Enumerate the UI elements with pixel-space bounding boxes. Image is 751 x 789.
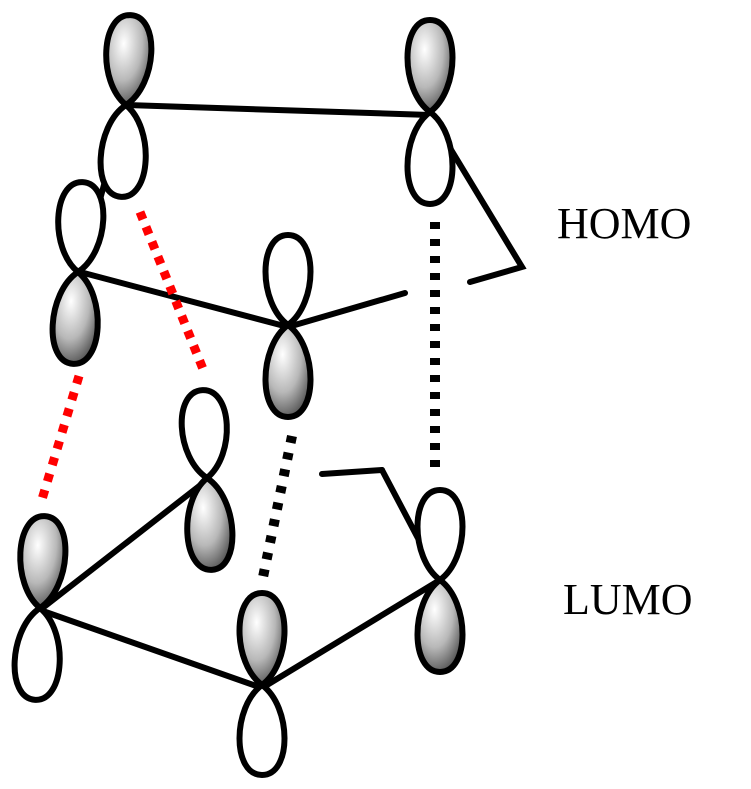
open-lobe: [97, 101, 149, 200]
open-lobe: [404, 108, 456, 208]
filled-lobe: [404, 16, 456, 116]
lumo-p-orbital-4: [236, 589, 288, 779]
filled-lobe: [17, 513, 69, 612]
lumo-p-orbital-1: [178, 387, 236, 573]
filled-lobe: [414, 576, 466, 676]
lumo-bond-bottom-right: [259, 577, 443, 691]
homo-bond-top: [123, 102, 433, 118]
homo-bond-mid-right: [285, 290, 408, 330]
open-lobe: [236, 681, 288, 779]
filled-lobe: [184, 474, 236, 573]
filled-lobe: [262, 321, 314, 421]
lumo-p-orbital-2: [414, 486, 466, 676]
lumo-p-orbital-3: [11, 513, 69, 703]
filled-lobe: [236, 589, 288, 689]
red-interaction-left: [35, 374, 84, 508]
homo-orbitals: [49, 12, 456, 421]
open-lobe: [11, 604, 63, 703]
lumo-bond-top: [319, 467, 385, 477]
filled-lobe: [49, 268, 101, 367]
homo-bond-left-lower: [77, 269, 291, 330]
open-lobe: [262, 231, 314, 329]
homo-label: HOMO: [557, 199, 692, 248]
homo-p-orbital-2: [404, 16, 456, 208]
black-interaction-middle: [257, 434, 297, 584]
homo-bond-right: [427, 112, 527, 285]
red-interaction-middle: [135, 210, 210, 376]
open-lobe: [178, 387, 230, 482]
lumo-bonds: [37, 467, 443, 691]
lumo-label: LUMO: [563, 575, 693, 624]
lumo-bond-left-bottom: [37, 607, 265, 691]
homo-p-orbital-3: [49, 179, 107, 367]
filled-lobe: [103, 12, 155, 109]
homo-p-orbital-1: [97, 12, 155, 200]
open-lobe: [414, 486, 466, 584]
lumo-orbitals: [11, 387, 466, 779]
open-lobe: [55, 179, 107, 276]
lumo-bond-left-up: [37, 477, 210, 613]
homo-p-orbital-4: [262, 231, 314, 421]
interactions: [35, 210, 440, 584]
